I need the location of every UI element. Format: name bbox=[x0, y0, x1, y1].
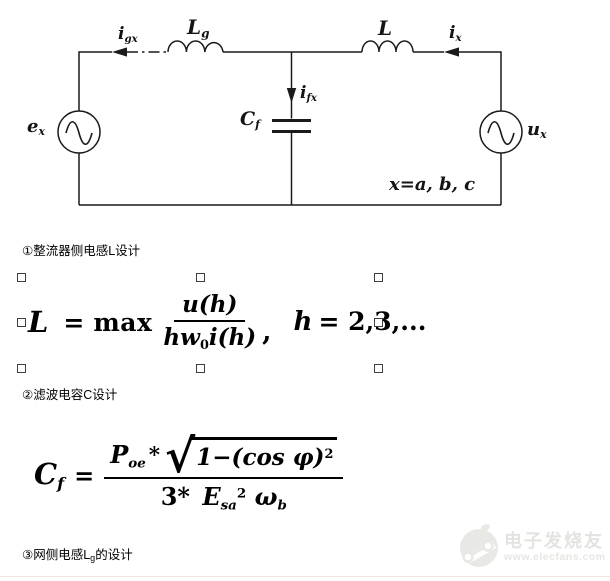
current-arrow-ifx bbox=[286, 88, 297, 103]
current-arrow-igx bbox=[112, 47, 127, 57]
inductor-lg-coil bbox=[167, 40, 224, 53]
equation-inductor-l[interactable]: L = max u(h) hw0i(h) , h= 2,3,... bbox=[28, 284, 426, 360]
wire-top-left bbox=[78, 51, 112, 111]
f1-fraction: u(h) hw0i(h) bbox=[163, 291, 256, 353]
f1-operator: max bbox=[93, 307, 153, 337]
section-heading-2: ②滤波电容C设计 bbox=[22, 388, 118, 402]
selection-handle-n[interactable] bbox=[196, 273, 205, 282]
selection-handle-sw[interactable] bbox=[17, 364, 26, 373]
f2-numerator: Poe * √ 1−(cos φ)2 bbox=[104, 428, 344, 483]
selection-handle-ne[interactable] bbox=[374, 273, 383, 282]
label-inductor-l: L bbox=[378, 16, 393, 40]
label-phase-note: x=a, b, c bbox=[389, 174, 476, 195]
selection-handle-s[interactable] bbox=[196, 364, 205, 373]
circuit-diagram bbox=[57, 40, 523, 206]
f1-comma: , bbox=[262, 315, 272, 347]
f2-equals: = bbox=[74, 460, 95, 490]
label-capacitor-cf: Cf bbox=[240, 108, 261, 132]
f1-numerator: u(h) bbox=[174, 291, 246, 322]
f2-lhs: Cf bbox=[34, 456, 65, 494]
bottom-divider bbox=[0, 576, 610, 577]
f2-sqrt: √ 1−(cos φ)2 bbox=[165, 428, 338, 483]
label-current-igx: igx bbox=[118, 24, 138, 45]
inductor-l-coil bbox=[361, 40, 414, 53]
label-source-ux: ux bbox=[527, 119, 547, 142]
f2-fraction: Poe * √ 1−(cos φ)2 3* Esa2 ωb bbox=[104, 428, 344, 514]
section-heading-1: ①整流器侧电感L设计 bbox=[22, 244, 141, 258]
selection-handle-nw[interactable] bbox=[17, 273, 26, 282]
watermark-title: 电子发烧友 bbox=[504, 530, 604, 551]
f1-condition: h= 2,3,... bbox=[293, 307, 427, 337]
circuit-figure[interactable]: igx Lg L ix ifx Cf ex ux x=a, b, c bbox=[0, 0, 610, 232]
label-current-ix: ix bbox=[449, 23, 462, 44]
watermark-text: 电子发烧友 www.elecfans.com bbox=[504, 531, 606, 563]
section-heading-3: ③网侧电感Lg的设计 bbox=[22, 548, 133, 563]
source-ex-sine bbox=[65, 120, 93, 146]
current-arrow-ix bbox=[444, 47, 459, 57]
source-ux-sine bbox=[487, 120, 515, 146]
selection-handle-e[interactable] bbox=[374, 318, 383, 327]
selection-handle-w[interactable] bbox=[17, 318, 26, 327]
label-current-ifx: ifx bbox=[300, 83, 317, 104]
watermark-url: www.elecfans.com bbox=[504, 550, 606, 563]
f1-denominator: hw0i(h) bbox=[163, 323, 257, 354]
f2-denominator: 3* Esa2 ωb bbox=[160, 481, 287, 514]
selection-handle-se[interactable] bbox=[374, 364, 383, 373]
f1-equals: = bbox=[63, 307, 85, 337]
radical-sign: √ bbox=[165, 428, 196, 483]
label-source-ex: ex bbox=[27, 116, 45, 139]
label-inductor-lg: Lg bbox=[187, 15, 210, 41]
equation-capacitor-cf[interactable]: Cf = Poe * √ 1−(cos φ)2 3* Esa2 ωb bbox=[34, 428, 344, 520]
wire-top-right bbox=[458, 51, 502, 111]
elecfans-logo-icon bbox=[460, 524, 498, 567]
watermark: 电子发烧友 www.elecfans.com bbox=[458, 524, 606, 570]
f1-lhs: L bbox=[28, 305, 49, 339]
